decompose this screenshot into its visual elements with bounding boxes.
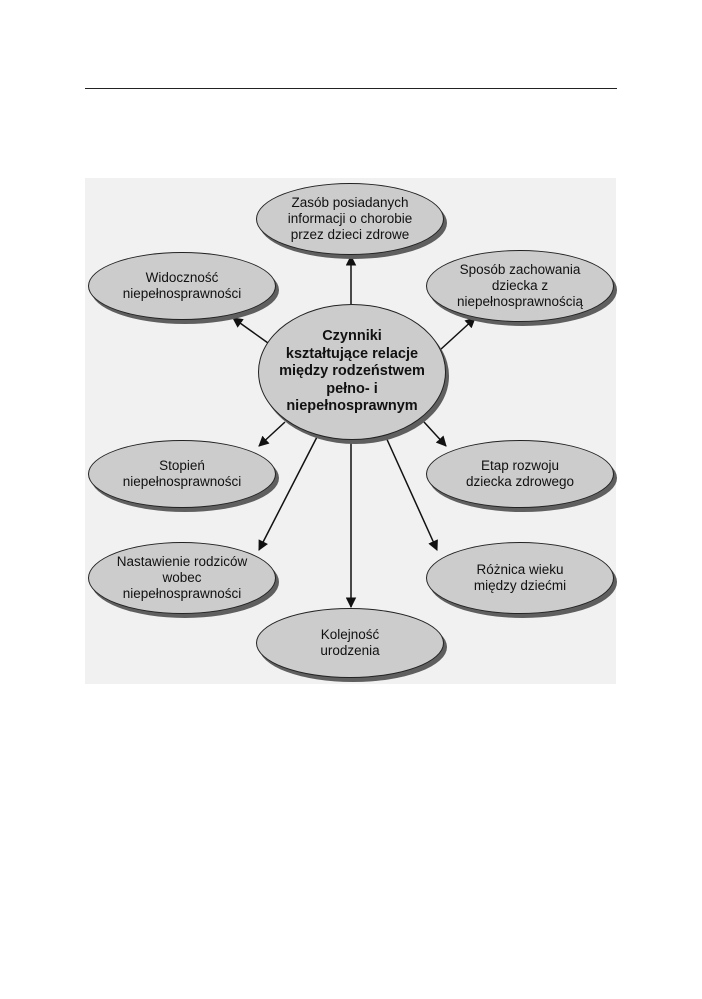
node-degree-label: Stopień niepełnosprawności bbox=[122, 458, 242, 489]
node-stage: Etap rozwoju dziecka zdrowego bbox=[426, 440, 614, 508]
arrow-to-degree bbox=[258, 421, 286, 447]
node-birth-order-label: Kolejność urodzenia bbox=[320, 627, 380, 658]
node-visibility: Widoczność niepełnosprawności bbox=[88, 252, 276, 320]
arrow-to-visibility bbox=[232, 317, 269, 344]
arrow-to-behavior bbox=[439, 317, 476, 351]
node-information: Zasób posiadanych informacji o chorobie … bbox=[256, 183, 444, 255]
node-behavior-label: Sposób zachowania dziecka z niepełnospra… bbox=[456, 262, 584, 309]
arrow-to-parents bbox=[258, 434, 319, 551]
node-information-label: Zasób posiadanych informacji o chorobie … bbox=[287, 195, 413, 242]
node-parents: Nastawienie rodziców wobec niepełnospraw… bbox=[88, 542, 276, 614]
page-top-rule bbox=[85, 88, 617, 89]
node-birth-order: Kolejność urodzenia bbox=[256, 608, 444, 678]
node-parents-label: Nastawienie rodziców wobec niepełnospraw… bbox=[116, 554, 248, 601]
arrow-to-stage bbox=[423, 421, 447, 447]
node-stage-label: Etap rozwoju dziecka zdrowego bbox=[465, 458, 575, 489]
node-center: Czynniki kształtujące relacje między rod… bbox=[258, 304, 446, 440]
node-center-label: Czynniki kształtujące relacje między rod… bbox=[279, 328, 425, 415]
node-visibility-label: Widoczność niepełnosprawności bbox=[122, 270, 242, 301]
arrow-to-age-difference bbox=[384, 434, 438, 551]
node-age-difference-label: Różnica wieku między dziećmi bbox=[473, 562, 567, 593]
node-behavior: Sposób zachowania dziecka z niepełnospra… bbox=[426, 250, 614, 322]
node-degree: Stopień niepełnosprawności bbox=[88, 440, 276, 508]
node-age-difference: Różnica wieku między dziećmi bbox=[426, 542, 614, 614]
